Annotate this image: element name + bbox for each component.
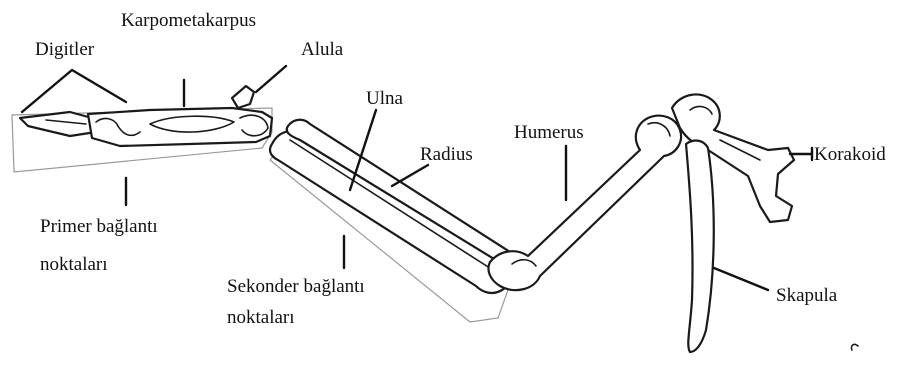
stray-mark <box>851 344 858 350</box>
alula-label: Alula <box>301 39 344 60</box>
digitler-leader <box>22 70 126 112</box>
karpometakarpus-label: Karpometakarpus <box>121 10 256 31</box>
primer-label-line2: noktaları <box>40 254 108 275</box>
sekonder-label-line2: noktaları <box>227 307 295 328</box>
scapula-bone <box>686 141 714 352</box>
humerus-label: Humerus <box>514 122 584 143</box>
radius-leader <box>392 165 428 186</box>
digitler-label: Digitler <box>35 39 95 60</box>
radius-label: Radius <box>420 144 473 165</box>
ulna-label: Ulna <box>366 88 404 109</box>
primer-label-line1: Primer bağlantı <box>40 216 158 237</box>
ulna-bone <box>270 131 511 293</box>
sekonder-label-line1: Sekonder bağlantı <box>227 276 365 297</box>
alula-leader <box>256 66 286 92</box>
carpometacarpus-bone <box>20 86 272 146</box>
korakoid-label: Korakoid <box>814 144 886 165</box>
skapula-leader <box>714 268 768 290</box>
radius-bone <box>287 120 517 270</box>
skapula-label: Skapula <box>776 285 838 306</box>
